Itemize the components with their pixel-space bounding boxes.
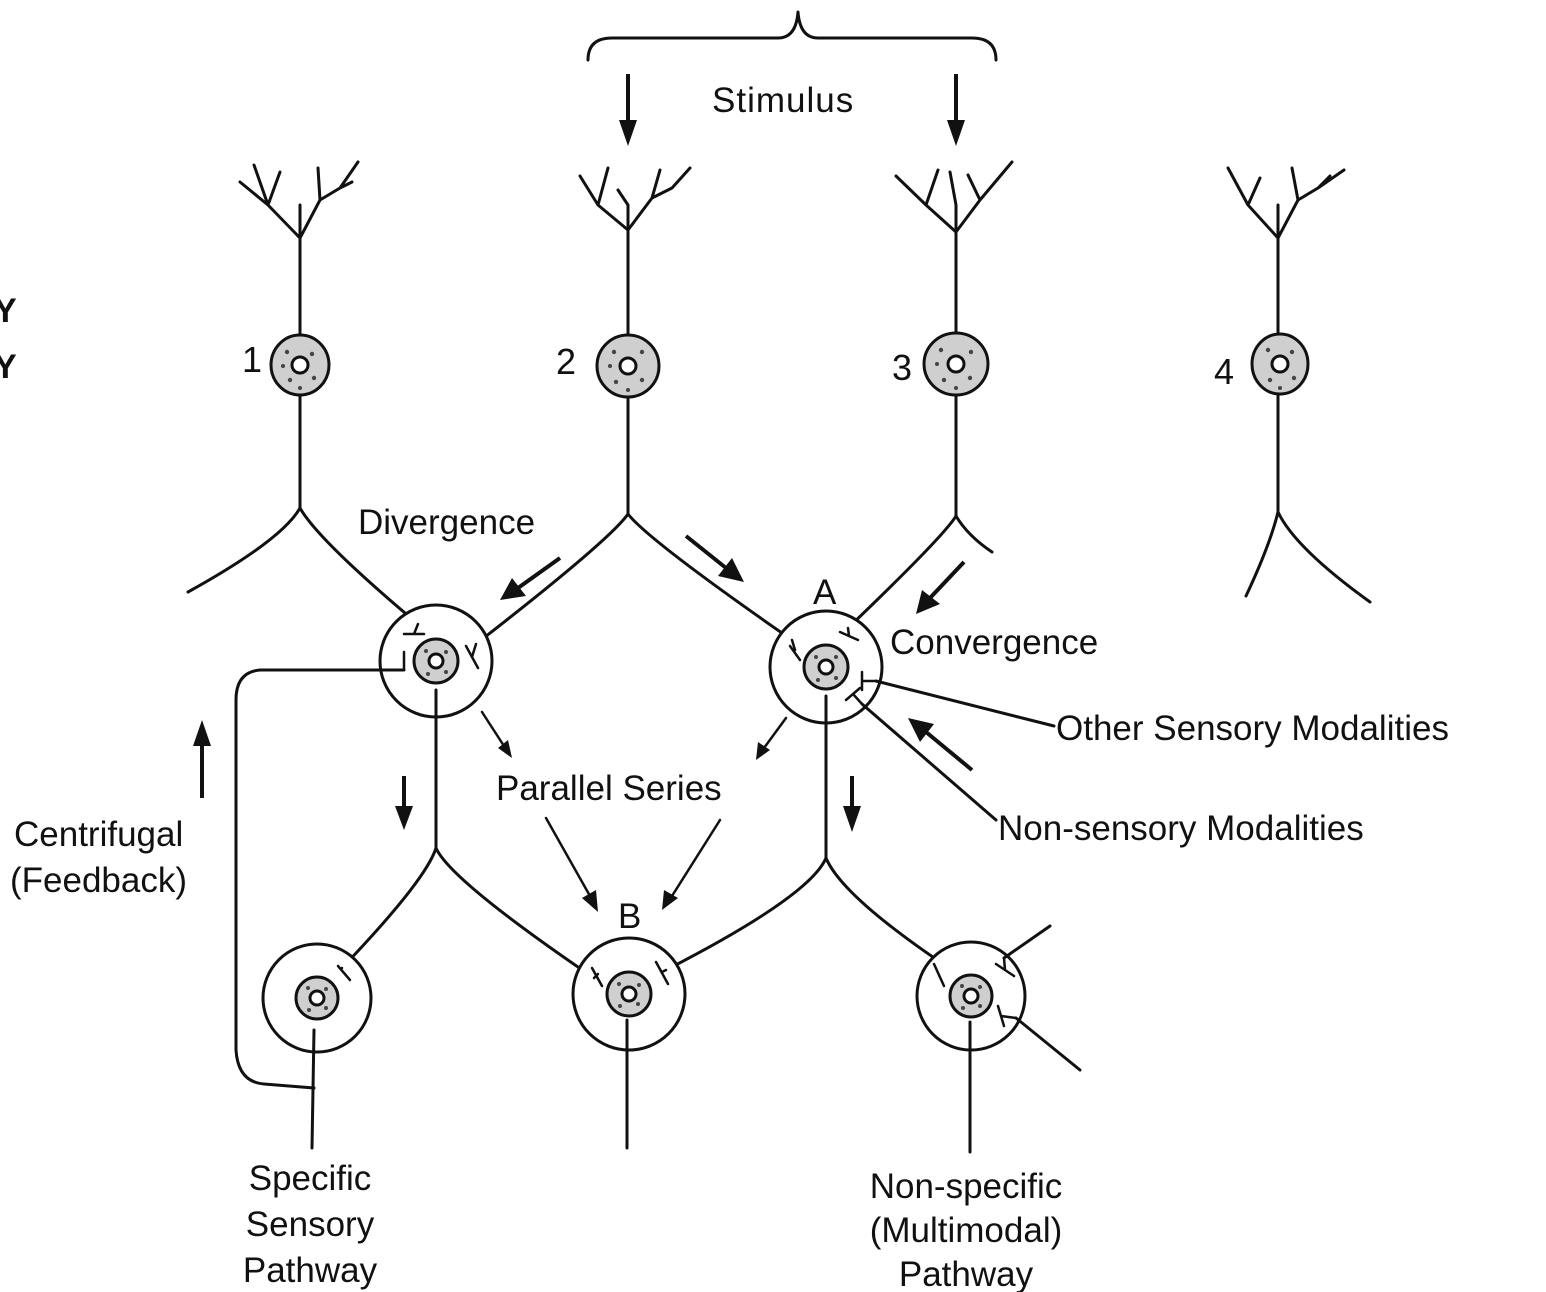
divergence-arrow xyxy=(500,556,562,600)
downward-arrow-right xyxy=(843,776,861,832)
stimulus-brace xyxy=(586,10,998,62)
other-sensory-label: Other Sensory Modalities xyxy=(1056,709,1449,748)
node-label-b: B xyxy=(618,897,641,936)
non-sensory-arrow xyxy=(908,718,974,772)
receptor-neuron-3 xyxy=(894,160,1014,554)
neuron-number-3: 3 xyxy=(892,347,912,388)
specific-pathway-label-3: Pathway xyxy=(243,1251,378,1290)
nonspecific-pathway-label-1: Non-specific xyxy=(870,1167,1063,1206)
stimulus-arrow-right xyxy=(947,74,965,146)
nucleus xyxy=(1270,354,1290,374)
parallel-arrow-right-in xyxy=(756,716,788,760)
nucleus xyxy=(290,355,310,375)
divergence-label: Divergence xyxy=(358,503,535,542)
receptor-neuron-2 xyxy=(578,166,692,516)
neuron-number-1: 1 xyxy=(242,339,262,380)
node-label-a: A xyxy=(813,573,837,612)
receptor-neuron-1 xyxy=(186,160,360,594)
relay-cell-left xyxy=(378,603,494,719)
stimulus-label: Stimulus xyxy=(712,81,854,120)
output-cell-nonspecific xyxy=(915,924,1082,1154)
parallel-series-label: Parallel Series xyxy=(496,769,722,808)
parallel-arrow-left-in xyxy=(480,710,512,758)
divergence-arrow-right xyxy=(684,534,744,582)
feedback-arrow-up xyxy=(193,720,211,798)
receptor-neuron-4 xyxy=(1226,166,1372,604)
downward-arrow-left xyxy=(395,776,413,830)
centrifugal-label-2: (Feedback) xyxy=(10,861,187,900)
convergence-arrow xyxy=(916,560,966,614)
centrifugal-label-1: Centrifugal xyxy=(14,815,183,854)
nucleus xyxy=(618,356,638,376)
output-cell-specific xyxy=(261,942,373,1150)
dendrite-tree xyxy=(238,160,360,240)
parallel-arrow-to-b-left xyxy=(544,816,598,912)
edge-letter-top: Y xyxy=(0,292,17,330)
specific-pathway-label-2: Sensory xyxy=(246,1205,375,1244)
nonspecific-pathway-label-3: Pathway xyxy=(899,1255,1034,1292)
neuron-number-4: 4 xyxy=(1214,351,1234,392)
relay-cell-a xyxy=(768,609,884,725)
specific-pathway-label-1: Specific xyxy=(249,1159,372,1198)
neuron-number-2: 2 xyxy=(556,341,576,382)
convergence-label: Convergence xyxy=(890,623,1098,662)
nonspecific-pathway-label-2: (Multimodal) xyxy=(870,1211,1063,1250)
stimulus-arrow-left xyxy=(619,74,637,146)
nucleus xyxy=(946,354,966,374)
non-sensory-label: Non-sensory Modalities xyxy=(998,809,1364,848)
parallel-arrow-to-b-right xyxy=(662,818,722,910)
output-cell-b xyxy=(571,936,687,1150)
edge-letter-bottom: Y xyxy=(0,348,17,386)
